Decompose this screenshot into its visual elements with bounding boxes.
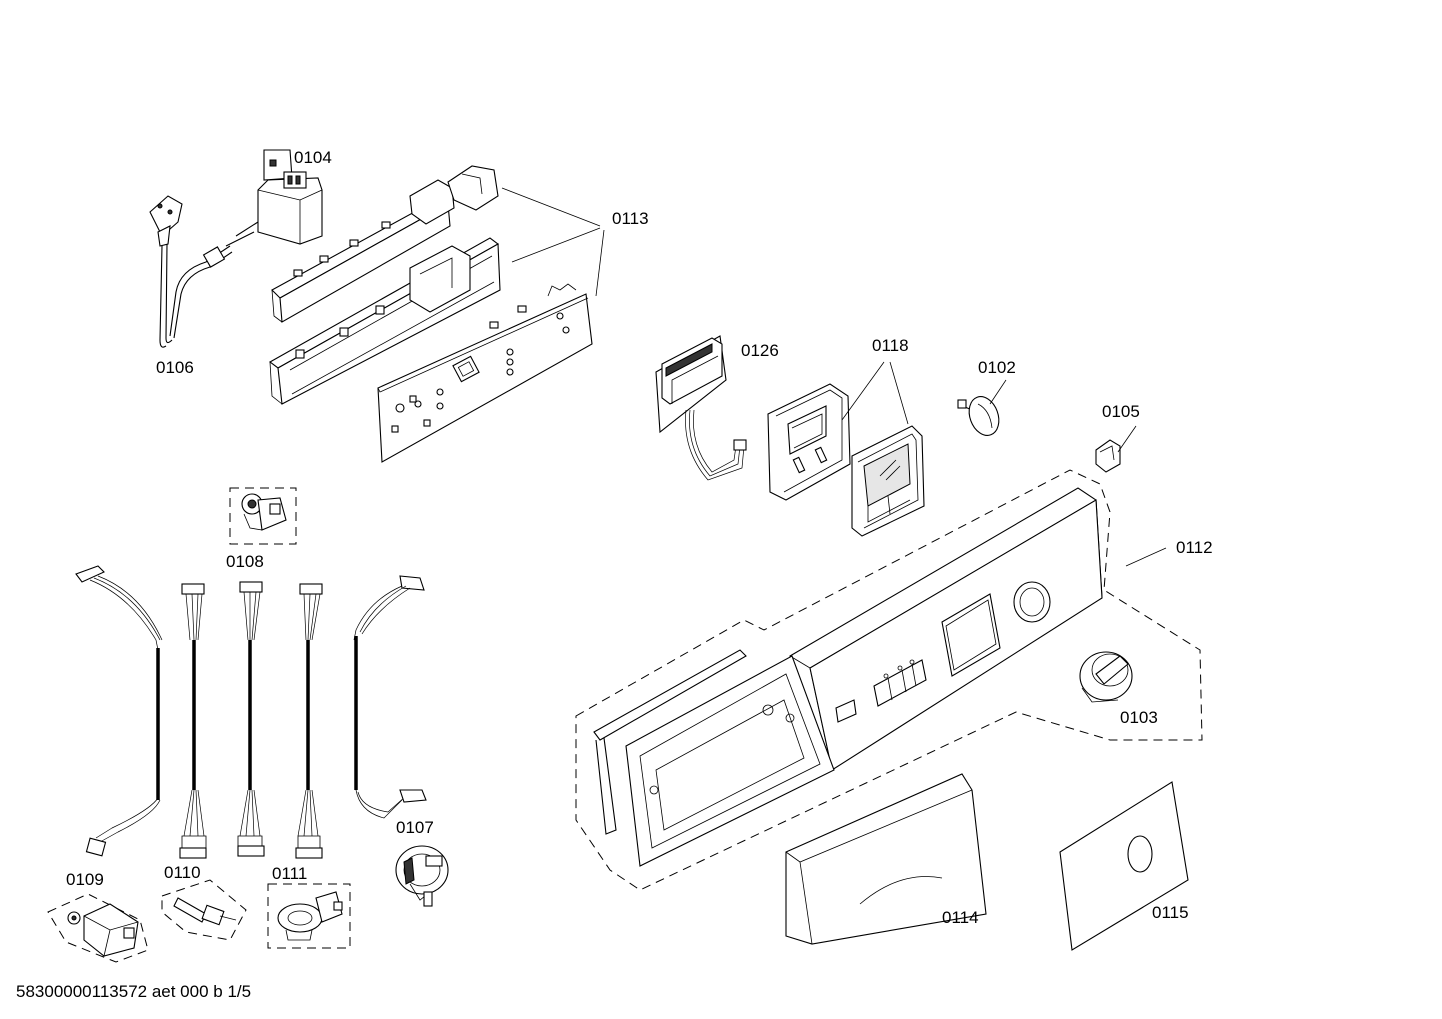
label-0108: 0108 (226, 552, 264, 571)
label-0103: 0103 (1120, 708, 1158, 727)
label-0106: 0106 (156, 358, 194, 377)
leader-0102 (989, 379, 1007, 405)
label-0115: 0115 (1152, 903, 1189, 922)
label-0104: 0104 (294, 148, 332, 167)
cable-harness-2 (237, 581, 265, 857)
leader-0112 (1125, 547, 1167, 567)
drawer-handle-part (785, 773, 987, 945)
water-level-sensor-part (395, 845, 449, 907)
display-board-part (655, 335, 747, 481)
interference-filter-part (235, 149, 323, 245)
cable-harness-1 (179, 583, 207, 859)
cable-harness-right (353, 575, 427, 819)
leader-0113 (501, 187, 605, 297)
drawing-reference-number: 58300000113572 aet 000 b 1/5 (16, 982, 251, 1001)
label-0102: 0102 (978, 358, 1016, 377)
label-0112: 0112 (1176, 538, 1213, 557)
temperature-sensor-part (161, 879, 247, 941)
leader-0118 (841, 361, 909, 425)
label-0105: 0105 (1102, 402, 1140, 421)
cable-harness-left (75, 565, 163, 857)
label-plate-part (1059, 781, 1189, 951)
label-0107: 0107 (396, 818, 434, 837)
label-0114: 0114 (942, 908, 979, 927)
cable-harness-3 (295, 583, 323, 859)
leader-0105 (1117, 425, 1137, 453)
label-0111: 0111 (272, 864, 307, 883)
label-0126: 0126 (741, 341, 779, 360)
label-0113: 0113 (612, 209, 649, 228)
program-knob-part (1079, 651, 1133, 703)
label-0118: 0118 (872, 336, 909, 355)
clip-part (1095, 439, 1121, 473)
inlet-valve-part (47, 893, 149, 963)
label-0109: 0109 (66, 870, 104, 889)
control-module-part (268, 165, 593, 463)
knob-insert-part (957, 396, 1000, 436)
pressure-switch-part (267, 883, 351, 949)
label-0110: 0110 (164, 863, 201, 882)
power-cord-part (149, 195, 255, 348)
control-fascia-part (575, 469, 1203, 891)
display-window-part (767, 383, 925, 537)
pressure-sensor-part (229, 487, 297, 545)
